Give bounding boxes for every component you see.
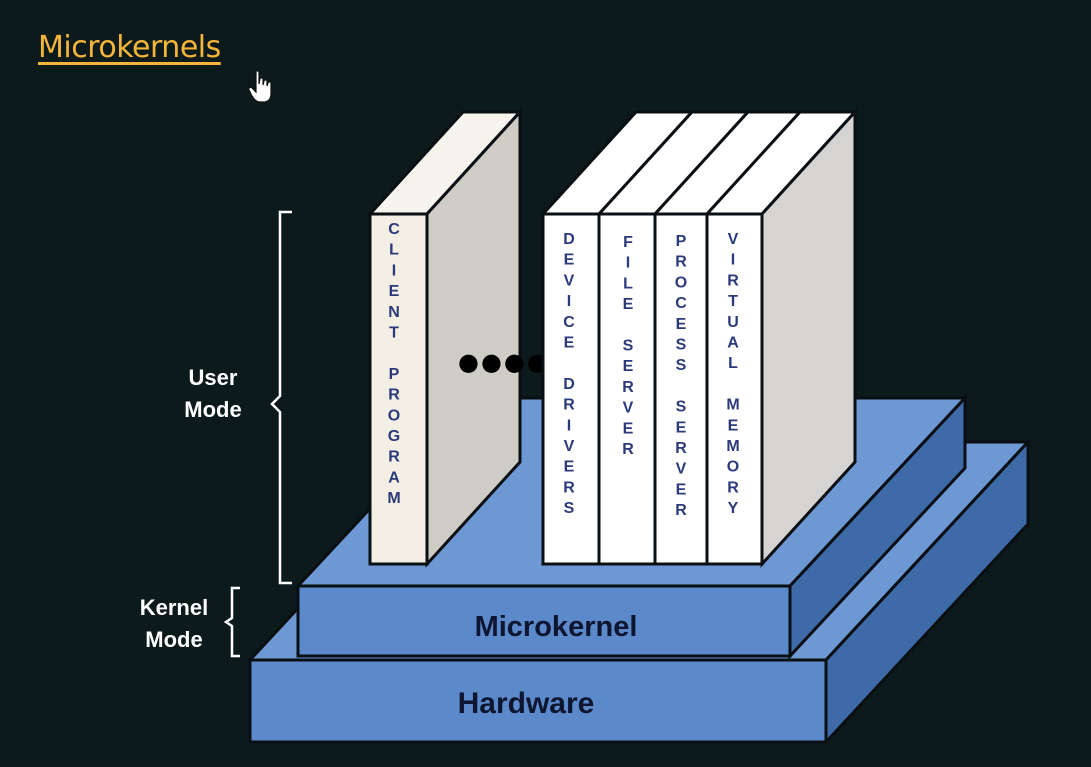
kernel-mode-label: Kernel Mode <box>124 592 224 656</box>
file-server-book <box>597 212 657 566</box>
kernel-mode-label-line2: Mode <box>145 627 203 652</box>
user-mode-label-line2: Mode <box>184 397 242 422</box>
virtual-memory-book <box>705 212 764 566</box>
process-server-book <box>653 212 709 566</box>
hand-cursor-icon <box>248 70 272 103</box>
hardware-label: Hardware <box>458 687 595 720</box>
device-drivers-book <box>541 212 601 566</box>
ellipsis-dots: ●●●● <box>458 348 550 376</box>
user-mode-brace <box>270 210 292 585</box>
microkernel-label: Microkernel <box>475 611 638 643</box>
kernel-mode-brace <box>223 586 240 658</box>
slide-title: Microkernels <box>38 30 221 65</box>
kernel-mode-label-line1: Kernel <box>139 595 209 620</box>
user-mode-label: User Mode <box>168 362 258 426</box>
user-mode-label-line1: User <box>188 365 238 390</box>
